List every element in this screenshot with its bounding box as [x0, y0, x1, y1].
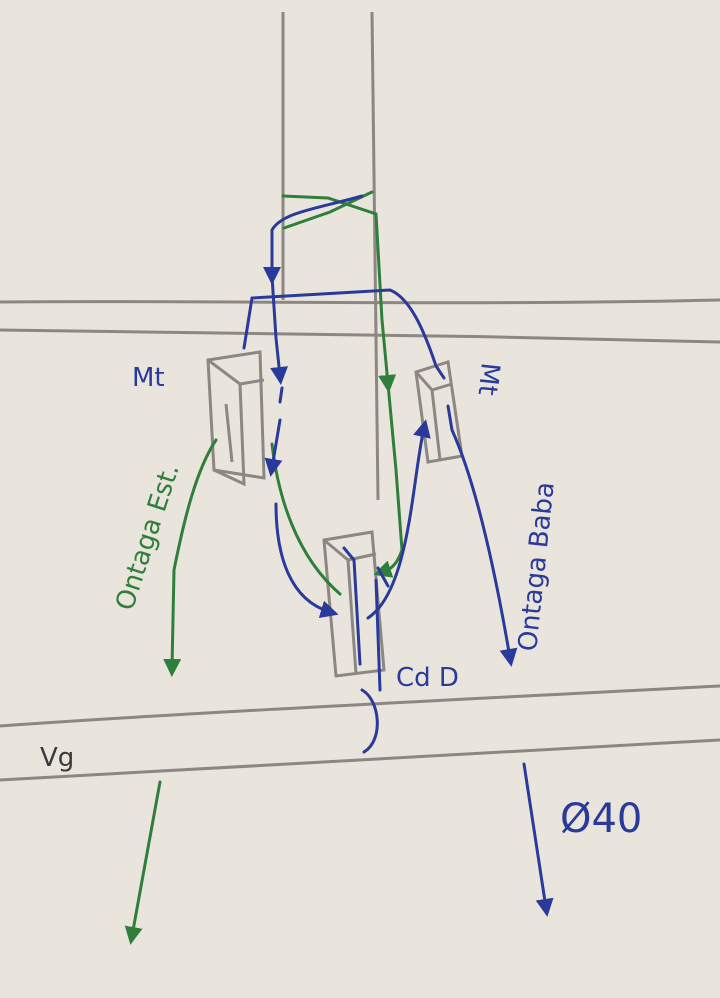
- cd-label: Cd D: [396, 663, 459, 693]
- pencil-band-bottom-2: [0, 738, 720, 782]
- pencil-vertical-right: [370, 11, 380, 501]
- pencil-band-top-2: [0, 328, 720, 344]
- pencil-band-bottom-1: [0, 684, 720, 728]
- mt-left-block: [206, 350, 266, 487]
- mt-left-label: Mt: [132, 363, 165, 393]
- mt-right-label: Mt: [472, 361, 505, 397]
- pencil-band-top-1: [0, 298, 720, 305]
- diameter-label: Ø40: [560, 796, 642, 842]
- blue-circuit: [242, 194, 554, 917]
- vg-label: Vg: [40, 743, 74, 773]
